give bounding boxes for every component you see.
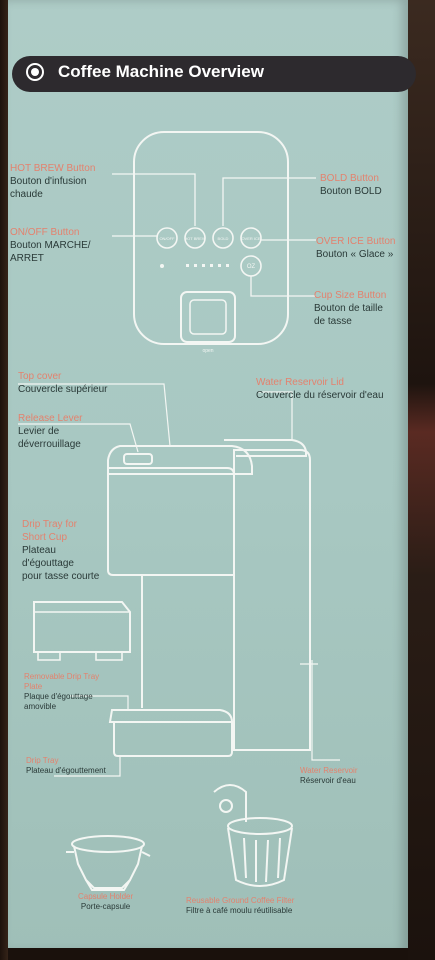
machine-head — [107, 467, 235, 576]
machine-lid — [107, 445, 253, 475]
open-lever-inner — [189, 299, 227, 335]
release-lever-shape — [123, 453, 153, 465]
drip-tray-short-cup — [33, 601, 131, 653]
label-on-off-button: ON/OFF Button Bouton MARCHE/ ARRET — [10, 227, 91, 264]
radio-dot-icon — [26, 63, 44, 81]
label-reusable-coffee-filter: Reusable Ground Coffee Filter Filtre à c… — [186, 896, 295, 915]
open-lever — [180, 291, 236, 343]
capsule-holder-illustration — [66, 835, 151, 891]
reusable-filter-illustration — [213, 784, 293, 887]
bold-button-icon — [212, 227, 234, 249]
label-capsule-holder: Capsule Holder Porte-capsule — [78, 892, 134, 911]
machine-top-view — [133, 131, 289, 345]
water-reservoir — [233, 449, 311, 751]
label-over-ice-button: OVER ICE Button Bouton « Glace » — [316, 236, 396, 260]
panel-bold-text: BOLD — [218, 236, 229, 241]
label-release-lever: Release Lever Levier de déverrouillage — [18, 413, 83, 450]
label-top-cover: Top cover Couvercle supérieur — [18, 371, 108, 395]
hot-brew-button-icon — [184, 227, 206, 249]
drip-tray-base — [113, 721, 233, 757]
page-title: Coffee Machine Overview — [58, 62, 264, 81]
indicator-dots — [160, 264, 164, 268]
on-off-button-icon — [156, 227, 178, 249]
label-removable-drip-tray-plate: Removable Drip Tray Plate Plaque d'égout… — [24, 672, 100, 711]
table-edge-left — [0, 0, 10, 960]
label-drip-tray-short-cup: Drip Tray for Short Cup Plateau d'égoutt… — [22, 519, 100, 582]
panel-cup-size-text: OZ — [247, 264, 256, 270]
label-drip-tray: Drip Tray Plateau d'égouttement — [26, 756, 106, 775]
header-bar — [12, 56, 416, 92]
label-hot-brew-button: HOT BREW Button Bouton d'infusion chaude — [10, 163, 96, 200]
label-water-reservoir-lid: Water Reservoir Lid Couvercle du réservo… — [256, 377, 384, 401]
panel-over-ice-text: OVER ICE — [241, 236, 260, 241]
product-box — [8, 0, 408, 952]
background-right — [405, 0, 435, 960]
removable-drip-plate — [108, 709, 234, 723]
reservoir-lid — [224, 439, 307, 457]
label-bold-button: BOLD Button Bouton BOLD — [320, 173, 382, 197]
label-cup-size-button: Cup Size Button Bouton de taille de tass… — [314, 290, 387, 327]
over-ice-button-icon — [240, 227, 262, 249]
label-water-reservoir: Water Reservoir Réservoir d'eau — [300, 766, 358, 785]
panel-hot-brew-text: HOT BREW — [184, 236, 206, 241]
panel-open-text: open — [202, 348, 213, 354]
box-bottom-edge — [8, 948, 408, 960]
panel-on-off-text: ON/OFF — [159, 236, 175, 241]
